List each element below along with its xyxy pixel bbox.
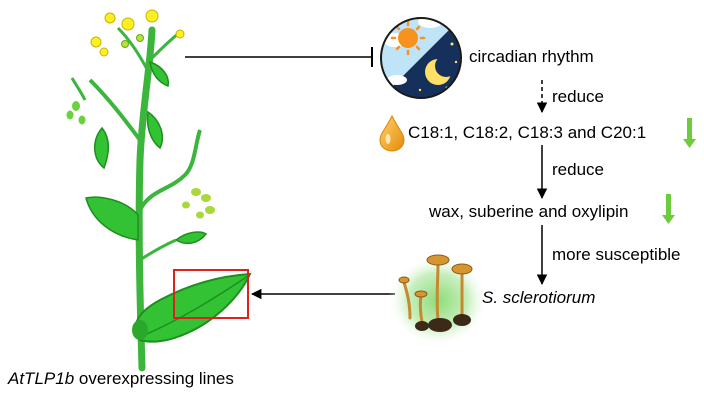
circadian-rhythm-label: circadian rhythm bbox=[469, 47, 594, 66]
fungus-icon bbox=[388, 250, 488, 342]
reduce-label-2: reduce bbox=[552, 160, 604, 179]
bud-cluster bbox=[66, 101, 215, 219]
leaf bbox=[174, 231, 208, 245]
plant-caption-suffix: overexpressing lines bbox=[74, 369, 234, 388]
gene-name: AtTLP1b bbox=[8, 369, 75, 388]
reduce-label-1: reduce bbox=[552, 87, 604, 106]
leaf bbox=[94, 126, 109, 170]
down-arrow-icon bbox=[683, 118, 696, 148]
leaf bbox=[149, 60, 170, 88]
day-night-icon bbox=[380, 17, 462, 99]
wax-suberine-oxylipin-label: wax, suberine and oxylipin bbox=[429, 202, 629, 221]
down-arrow-icon bbox=[662, 194, 675, 224]
large-leaf bbox=[134, 272, 252, 343]
fatty-acids-label: C18:1, C18:2, C18:3 and C20:1 bbox=[408, 123, 647, 142]
inhibition-line bbox=[185, 47, 373, 67]
pathogen-label: S. sclerotiorum bbox=[482, 288, 596, 307]
flower-cluster bbox=[90, 9, 185, 57]
plant-caption: AtTLP1b overexpressing lines bbox=[8, 369, 234, 389]
more-susceptible-label: more susceptible bbox=[552, 245, 681, 264]
leaf-highlight-box bbox=[173, 269, 249, 319]
oil-drop-icon bbox=[379, 114, 405, 152]
leaf bbox=[146, 110, 164, 150]
leaf bbox=[85, 196, 139, 241]
plant-illustration bbox=[66, 9, 252, 372]
